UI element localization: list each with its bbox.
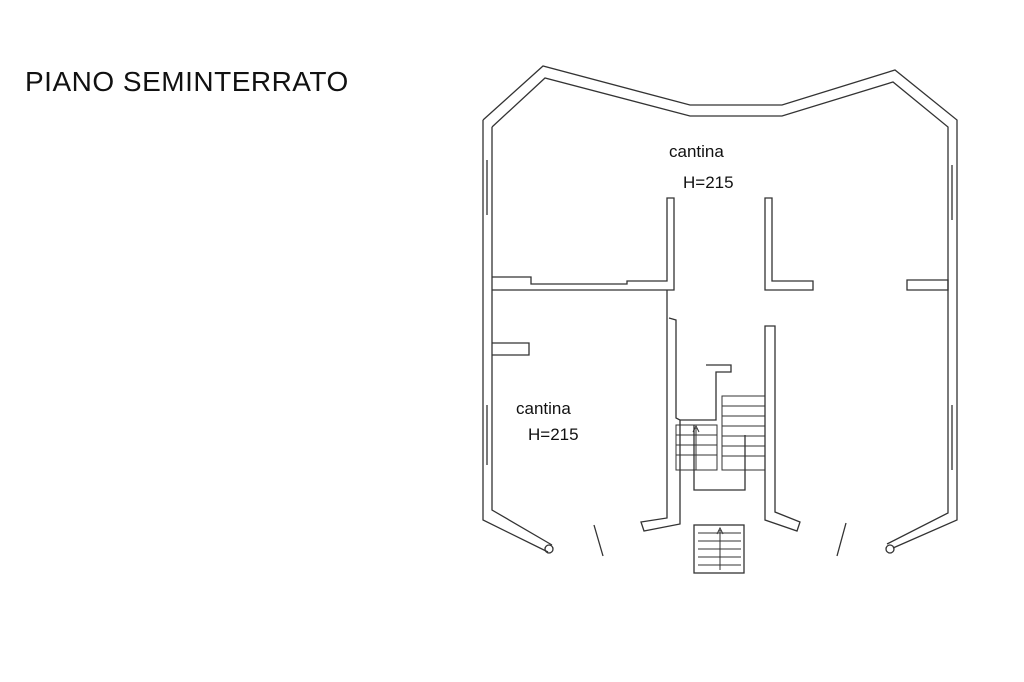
partition-stub-right bbox=[906, 279, 949, 291]
outer-wall-top-inner bbox=[491, 77, 949, 545]
stair-landing bbox=[680, 364, 732, 421]
room-2-name: cantina bbox=[516, 399, 571, 418]
stair-upper-right bbox=[721, 395, 766, 471]
stair-lower bbox=[698, 526, 741, 570]
stair-upper bbox=[675, 395, 766, 471]
outer-wall-left-outer bbox=[482, 120, 549, 553]
stair-core-wall bbox=[693, 425, 746, 491]
corridor-wall-left bbox=[640, 290, 681, 532]
wall-end-left bbox=[544, 544, 554, 554]
partition-horizontal bbox=[492, 197, 675, 291]
wall-end-right bbox=[885, 544, 895, 554]
plan-title: PIANO SEMINTERRATO bbox=[25, 66, 349, 97]
partition-stub-left bbox=[492, 342, 530, 356]
stair-bottom-step-frame bbox=[693, 524, 745, 574]
door-leaf-left bbox=[593, 524, 604, 557]
partition-right-upper bbox=[764, 197, 814, 291]
room-1-name: cantina bbox=[669, 142, 724, 161]
outer-wall-top-outer bbox=[482, 65, 958, 549]
corridor-wall-right bbox=[764, 325, 801, 532]
door-leaf-right bbox=[836, 522, 847, 557]
room-2-height: H=215 bbox=[528, 425, 579, 444]
room-1-height: H=215 bbox=[683, 173, 734, 192]
outer-wall-left-inner bbox=[491, 127, 553, 546]
plan-walls bbox=[482, 65, 958, 574]
